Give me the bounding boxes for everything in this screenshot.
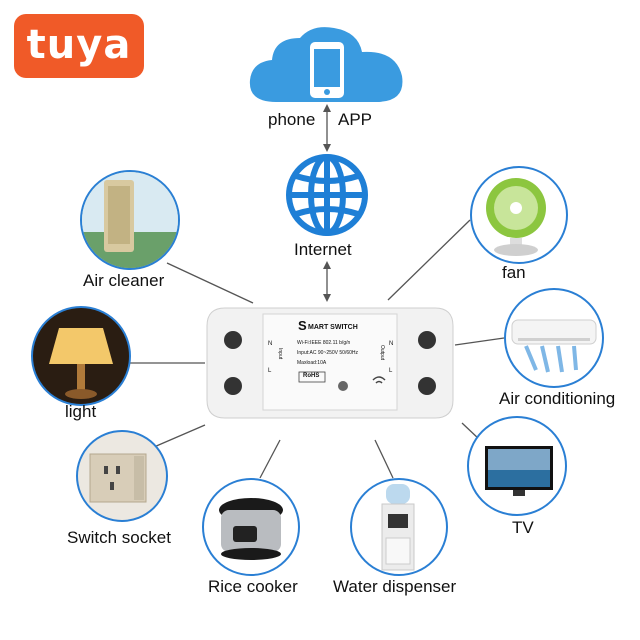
wifi-icon [372,376,386,384]
output-n: N [389,341,394,347]
switch-title: MART SWITCH [308,324,358,331]
screw-icon [224,331,242,349]
air-cleaner-icon [82,172,178,268]
air-cleaner-circle [80,170,180,270]
arrow-down-icon [323,294,331,302]
water-dispenser-circle [350,478,448,576]
logo-text: tuya [26,22,132,68]
air-cleaner-label: Air cleaner [83,271,165,290]
screw-icon [224,377,242,395]
smart-switch-device [206,307,454,419]
air-conditioning-circle [504,288,604,388]
rice-cooker-icon [219,498,283,560]
rohs-box [298,371,326,383]
fan-line [387,219,471,301]
input-label: Input [277,348,283,360]
air-cleaner-line [166,262,254,304]
switch-socket-circle [76,430,168,522]
switch-socket-line [153,424,206,448]
rice-cooker-circle [202,478,300,576]
switch-socket-label: Switch socket [67,528,171,547]
water-dispenser-icon [381,484,415,571]
ac-line [454,337,505,346]
light-label: light [65,402,97,421]
light-circle [31,306,131,406]
input-l: L [268,368,272,374]
fan-label: fan [502,263,526,282]
input-n: N [268,341,273,347]
output-l: L [389,368,393,374]
switch-maxload: Maxload:10A [297,360,327,366]
rice-cooker-line [259,439,281,479]
water-dispenser-line [374,439,394,479]
globe-icon [286,154,368,236]
water-dispenser-label: Water dispenser [333,577,457,596]
tv-icon [485,446,553,496]
screw-icon [418,377,436,395]
button-icon [338,381,348,391]
cloud-label-app: APP [338,110,373,129]
arrow-up-icon [323,104,331,112]
tv-circle [467,416,567,516]
arrow-down-icon [323,144,331,152]
lamp-icon [49,328,113,399]
switch-brand-initial: S [298,318,307,333]
switch-input-spec: Input:AC 90~250V 50/60Hz [297,350,359,356]
rice-cooker-label: Rice cooker [208,577,298,596]
switch-wifi-spec: Wi-Fi:IEEE 802.11 b/g/n [297,340,351,346]
cloud-label-phone: phone [268,110,316,129]
cloud-icon [249,27,403,102]
tv-label: TV [512,518,534,537]
arrow-up-icon [323,261,331,269]
fan-circle [470,166,568,264]
fan-icon [486,178,546,256]
rohs-label: RoHS [303,373,320,379]
output-label: Output [379,345,385,361]
tuya-logo: tuya [14,14,144,78]
internet-label: Internet [294,240,352,259]
air-conditioning-label: Air conditioning [499,389,616,408]
socket-icon [89,453,147,503]
screw-icon [418,331,436,349]
air-conditioner-icon [511,319,597,373]
